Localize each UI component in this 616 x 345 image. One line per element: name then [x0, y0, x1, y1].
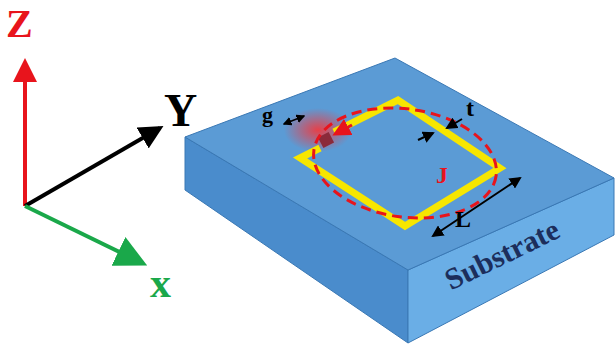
- dimension-label: t: [466, 96, 474, 120]
- dimension-label: L: [455, 207, 471, 231]
- substrate-slab: [185, 58, 614, 343]
- g-dimension: [284, 116, 304, 124]
- axis-label: Y: [164, 88, 197, 134]
- axis-label: x: [150, 262, 171, 304]
- z-axis: [23, 62, 27, 206]
- x-axis: [25, 206, 140, 262]
- t-arrow-in: [418, 133, 433, 140]
- current-label: J: [436, 163, 448, 187]
- axes: [25, 62, 160, 262]
- gap-cell: [318, 132, 334, 148]
- axis-label: Z: [6, 4, 33, 44]
- y-axis: [25, 128, 160, 206]
- t-arrow-out: [447, 119, 462, 128]
- current-arrow: [335, 125, 352, 134]
- dimension-label: g: [262, 104, 273, 126]
